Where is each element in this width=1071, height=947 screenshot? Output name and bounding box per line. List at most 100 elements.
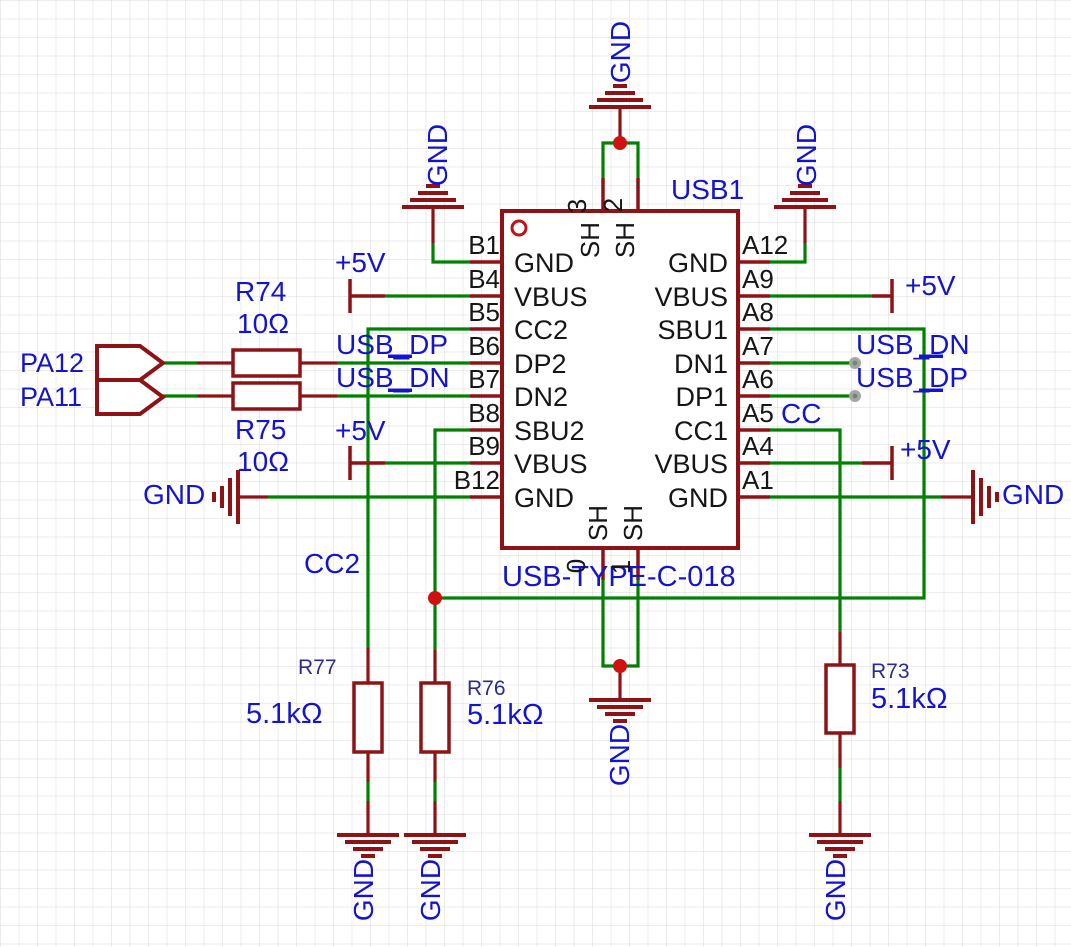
pin-number-a7: A7: [742, 331, 774, 361]
power-5v-symbols[interactable]: [348, 279, 894, 480]
pin-name-vbus2: VBUS: [514, 449, 588, 479]
pin1-indicator-icon: [510, 219, 528, 237]
resistor-r73[interactable]: [824, 663, 856, 735]
usb-connector-symbol[interactable]: [470, 178, 770, 580]
r74-value-label[interactable]: 10Ω: [237, 308, 290, 339]
pin-number-b1: B1: [468, 230, 500, 260]
wire-cc[interactable]: [770, 428, 842, 632]
pin-number-a1: A1: [742, 465, 774, 495]
left-pin-stubs: [470, 260, 502, 499]
gnd-bars-top-right: [774, 184, 836, 209]
wire-end-dots: [849, 357, 861, 402]
gnd-bars-r73: [809, 833, 871, 858]
port-label-pa11[interactable]: PA11: [20, 382, 83, 412]
pin-name-dp2: DP2: [514, 349, 567, 379]
pin-number-a9: A9: [742, 264, 774, 294]
pin-name-vbus: VBUS: [514, 282, 588, 312]
resistor-leads: [197, 361, 842, 782]
r73-value-label[interactable]: 5.1kΩ: [871, 683, 948, 715]
pin-name-sbu2: SBU2: [514, 416, 585, 446]
net-label-underlines: [388, 354, 943, 392]
gnd-label-r77[interactable]: GND: [348, 858, 380, 922]
pin-name-cc2: CC2: [514, 315, 569, 345]
resistor-r77[interactable]: [352, 681, 384, 754]
resistor-r75[interactable]: [231, 381, 302, 411]
right-pin-stubs: [738, 260, 770, 499]
gnd-label-left[interactable]: GND: [143, 479, 206, 510]
wire-sbu1-loop[interactable]: [435, 327, 926, 600]
p5v-symbol-a9[interactable]: [872, 279, 894, 313]
pin-name-vbus2-r: VBUS: [654, 449, 728, 479]
pin-number-a6: A6: [742, 364, 774, 394]
gnd-label-top-right[interactable]: GND: [791, 123, 823, 187]
cc-label[interactable]: CC: [781, 398, 822, 429]
usb-dp-label-left[interactable]: USB_DP: [336, 329, 449, 360]
gnd-bars-r76: [404, 833, 466, 858]
pin-name-dp1: DP1: [675, 382, 728, 412]
r75-value-label[interactable]: 10Ω: [237, 446, 290, 477]
wire-cc2[interactable]: [366, 327, 470, 648]
pin-number-b12: B12: [453, 465, 500, 495]
pin-name-dn2: DN2: [514, 382, 569, 412]
gnd-bars-left: [212, 470, 240, 524]
ground-symbols[interactable]: [212, 84, 999, 858]
port-label-pa12[interactable]: PA12: [20, 348, 85, 378]
pin-name-gnd2: GND: [514, 483, 574, 513]
ic-body[interactable]: [500, 209, 740, 550]
gnd-label-r76[interactable]: GND: [415, 858, 447, 922]
p5v-label-a4[interactable]: +5V: [900, 434, 951, 465]
pin-name-sbu1: SBU1: [657, 315, 728, 345]
resistor-bodies[interactable]: [231, 348, 856, 754]
p5v-label-b4[interactable]: +5V: [335, 247, 386, 278]
ic-part-label[interactable]: USB-TYPE-C-018: [502, 561, 736, 593]
ic-designator-label[interactable]: USB1: [671, 174, 745, 205]
usb-dn-label-right[interactable]: USB_DN: [856, 329, 970, 360]
pin-name-sh0: SH: [583, 504, 614, 542]
r73-ref-label[interactable]: R73: [871, 660, 910, 683]
usb-dp-label-right[interactable]: USB_DP: [856, 362, 969, 393]
gnd-label-r73[interactable]: GND: [820, 858, 852, 922]
port-pa11-arrow[interactable]: [95, 378, 167, 416]
pin-number-a12: A12: [742, 230, 789, 260]
junction-dots: [428, 136, 627, 673]
gnd-bars-top-left: [402, 184, 464, 209]
p5v-symbol-a4[interactable]: [862, 446, 894, 480]
pin-number-b4: B4: [468, 264, 500, 294]
wire-sbu2[interactable]: [433, 428, 470, 650]
gnd-bars-right: [971, 470, 999, 524]
gnd-bars-r77: [337, 833, 399, 858]
gnd-label-top-left[interactable]: GND: [422, 123, 454, 187]
r77-value-label[interactable]: 5.1kΩ: [246, 698, 323, 730]
gnd-label-top-center[interactable]: GND: [605, 20, 637, 84]
r75-ref-label[interactable]: R75: [235, 414, 287, 445]
usb-dn-label-left[interactable]: USB_DN: [336, 362, 450, 393]
r76-value-label[interactable]: 5.1kΩ: [467, 699, 544, 731]
pin-name-gnd-r: GND: [668, 248, 728, 278]
pin-number-a8: A8: [742, 297, 774, 327]
resistor-r74[interactable]: [231, 348, 302, 378]
pin-number-b8: B8: [468, 398, 500, 428]
ports[interactable]: [95, 344, 167, 416]
cc2-label[interactable]: CC2: [304, 548, 361, 579]
p5v-symbol-b9[interactable]: [348, 446, 385, 480]
unconnected-dot-center: [852, 360, 858, 366]
port-pa12-arrow[interactable]: [95, 344, 167, 382]
pin-number-b6: B6: [468, 331, 500, 361]
pin-name-dn1: DN1: [673, 349, 728, 379]
r74-ref-label[interactable]: R74: [235, 276, 287, 307]
p5v-symbol-b4[interactable]: [348, 279, 385, 313]
p5v-label-a9[interactable]: +5V: [905, 270, 956, 301]
wire-a12-gnd[interactable]: [770, 243, 807, 264]
pin-number-a5: A5: [742, 398, 774, 428]
pin-name-sh2: SH: [610, 221, 641, 259]
wire-b1-gnd[interactable]: [431, 243, 470, 264]
resistor-r76[interactable]: [419, 681, 451, 754]
p5v-label-b9[interactable]: +5V: [335, 415, 386, 446]
gnd-label-bottom-center[interactable]: GND: [604, 723, 636, 787]
pin-name-gnd2-r: GND: [668, 483, 728, 513]
r76-ref-label[interactable]: R76: [467, 677, 506, 700]
gnd-label-right[interactable]: GND: [1002, 479, 1065, 510]
label-underline: [919, 354, 943, 358]
r77-ref-label[interactable]: R77: [298, 656, 337, 679]
wires[interactable]: [163, 141, 941, 801]
